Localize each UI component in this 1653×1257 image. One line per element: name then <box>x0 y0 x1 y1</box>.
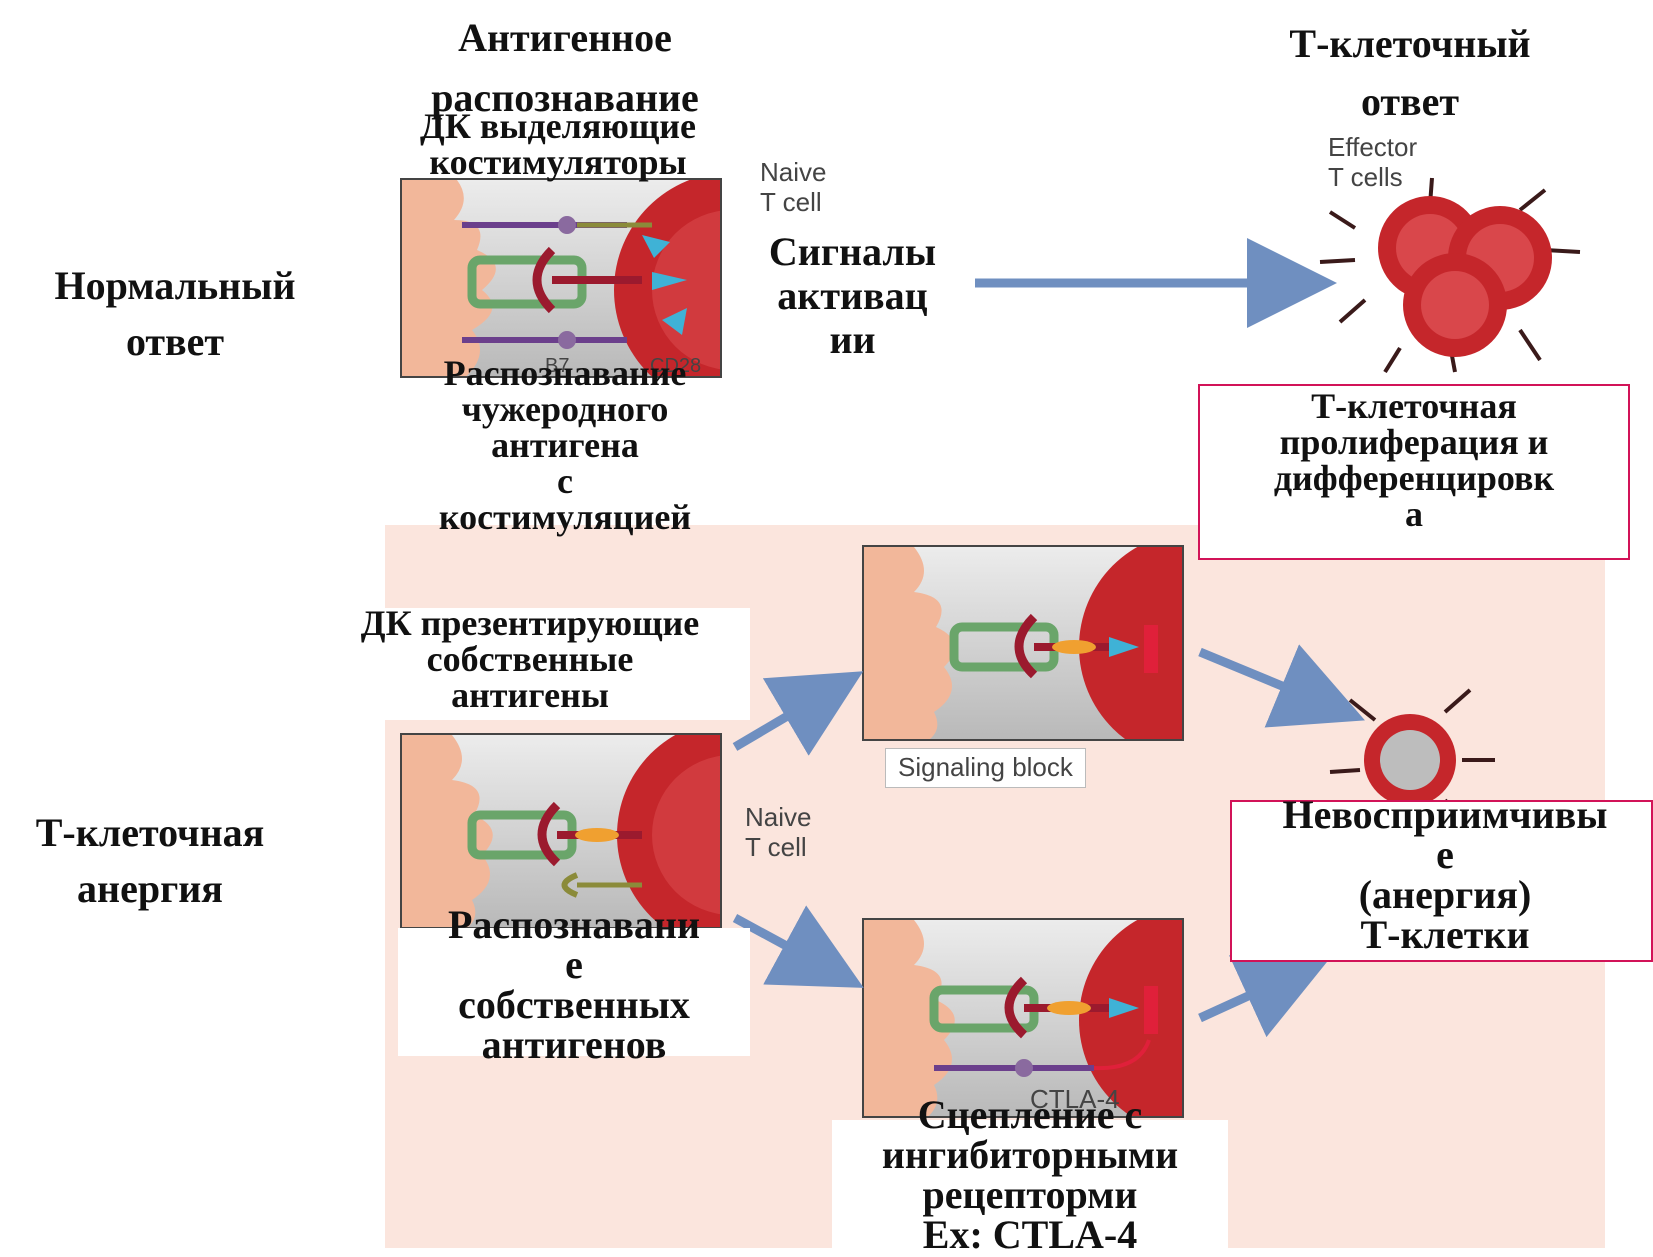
arrow-to-ctla4 <box>735 918 840 975</box>
t-cell-anergy-label: Т-клеточная анергия <box>0 805 300 917</box>
naive-tcell-label: Naive T cell <box>760 158 826 218</box>
self-antigen-recognition-label: Распознавани е собственных антигенов <box>398 905 750 1065</box>
inhibitory-receptors-label: Сцепление с ингибиторными рецепторми Ex:… <box>832 1095 1228 1255</box>
normal-response-label: Нормальный ответ <box>10 258 340 370</box>
unresponsive-tcells-label: Невосприимчивы е (анергия) Т-клетки <box>1235 795 1653 955</box>
proliferation-label: Т-клеточная пролиферация и дифференциров… <box>1198 388 1630 532</box>
arrow-block-to-anergic <box>1200 652 1340 710</box>
t-cell-response-title: Т-клеточный ответ <box>1240 15 1580 131</box>
signaling-block-label: Signaling block <box>885 748 1086 788</box>
dc-costimulators-label: ДК выделяющие костимуляторы <box>378 108 738 180</box>
dc-self-antigens-label: ДК презентирующие собственные антигены <box>320 605 740 713</box>
foreign-antigen-recognition-label: Распознавание чужеродного антигена с кос… <box>385 355 745 535</box>
arrow-to-signaling-block <box>735 685 840 747</box>
effector-tcells-label: Effector T cells <box>1328 133 1417 193</box>
naive-tcell-label-2: Naive T cell <box>745 803 811 863</box>
activation-signals-label: Сигналы активац ии <box>745 230 960 362</box>
arrow-ctla4-to-anergic <box>1200 970 1305 1018</box>
